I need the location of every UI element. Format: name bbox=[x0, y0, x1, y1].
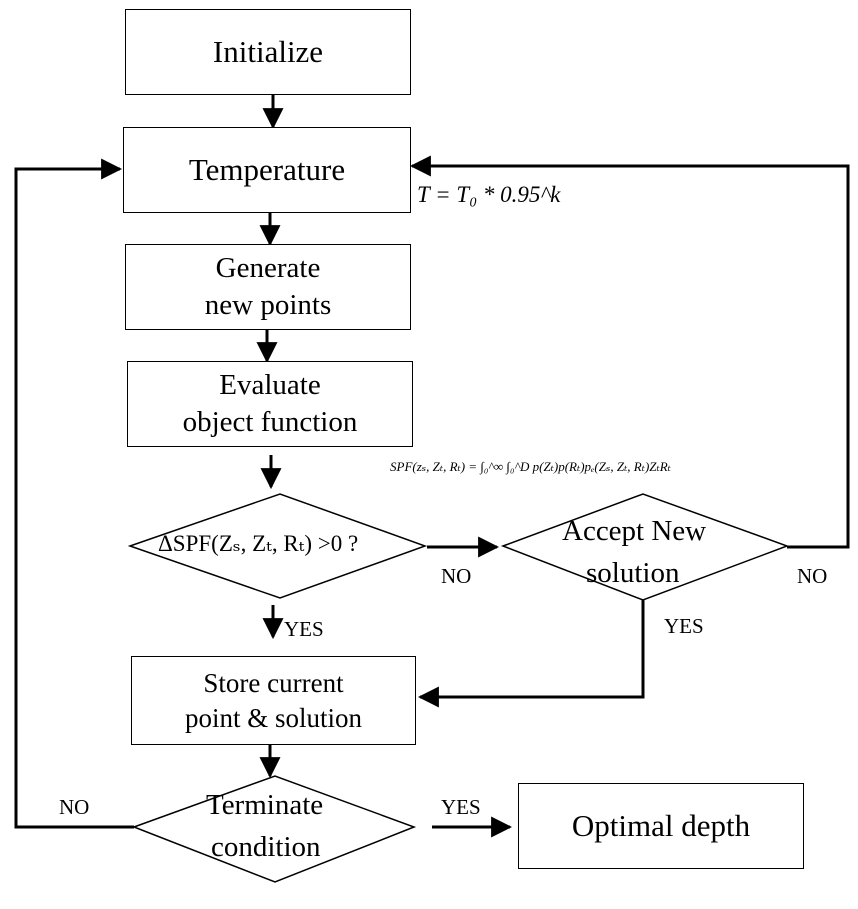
store-label-line2: point & solution bbox=[184, 702, 363, 733]
store-label-line1: Store current bbox=[203, 667, 344, 698]
edge-label-condition-no: NO bbox=[441, 564, 472, 588]
accept-label-line2: solution bbox=[586, 557, 680, 589]
optimal-label: Optimal depth bbox=[571, 808, 751, 844]
spf-formula: SPF(zₛ, Zₜ, Rₜ) = ∫₀^∞ ∫₀^D p(Zₜ)p(Rₜ)pₑ… bbox=[390, 459, 671, 474]
optimal-box: Optimal depth bbox=[518, 783, 804, 869]
temperature-box: Temperature bbox=[123, 127, 411, 213]
edge-label-terminate-yes: YES bbox=[441, 795, 481, 819]
evaluate-label-line2: object function bbox=[182, 406, 358, 438]
generate-label-line2: new points bbox=[204, 289, 332, 321]
edge-label-accept-yes: YES bbox=[664, 614, 704, 638]
arrow-accept-temperature bbox=[409, 155, 850, 549]
condition-label: ΔSPF(Zₛ, Zₜ, Rₜ) >0 ? bbox=[158, 531, 359, 556]
arrow-terminate-temperature bbox=[14, 158, 134, 829]
terminate-label-line1: Terminate bbox=[206, 789, 324, 821]
generate-box: Generate new points bbox=[125, 244, 411, 330]
generate-label-line1: Generate bbox=[215, 251, 321, 284]
edge-label-accept-no: NO bbox=[797, 564, 828, 588]
terminate-diamond bbox=[131, 775, 417, 883]
temperature-formula: T = T₀ * 0.95^k bbox=[417, 182, 561, 207]
store-box: Store current point & solution bbox=[131, 656, 416, 745]
initialize-box: Initialize bbox=[125, 9, 411, 95]
edge-label-terminate-no: NO bbox=[59, 795, 90, 819]
terminate-label-line2: condition bbox=[211, 831, 321, 863]
accept-label-line1: Accept New bbox=[562, 515, 707, 547]
condition-diamond bbox=[127, 493, 428, 599]
evaluate-label-line1: Evaluate bbox=[219, 368, 321, 401]
evaluate-box: Evaluate object function bbox=[127, 361, 413, 447]
arrow-accept-store bbox=[417, 600, 645, 708]
initialize-label: Initialize bbox=[212, 34, 324, 70]
edge-label-condition-yes: YES bbox=[284, 617, 324, 641]
temperature-label: Temperature bbox=[188, 152, 346, 188]
